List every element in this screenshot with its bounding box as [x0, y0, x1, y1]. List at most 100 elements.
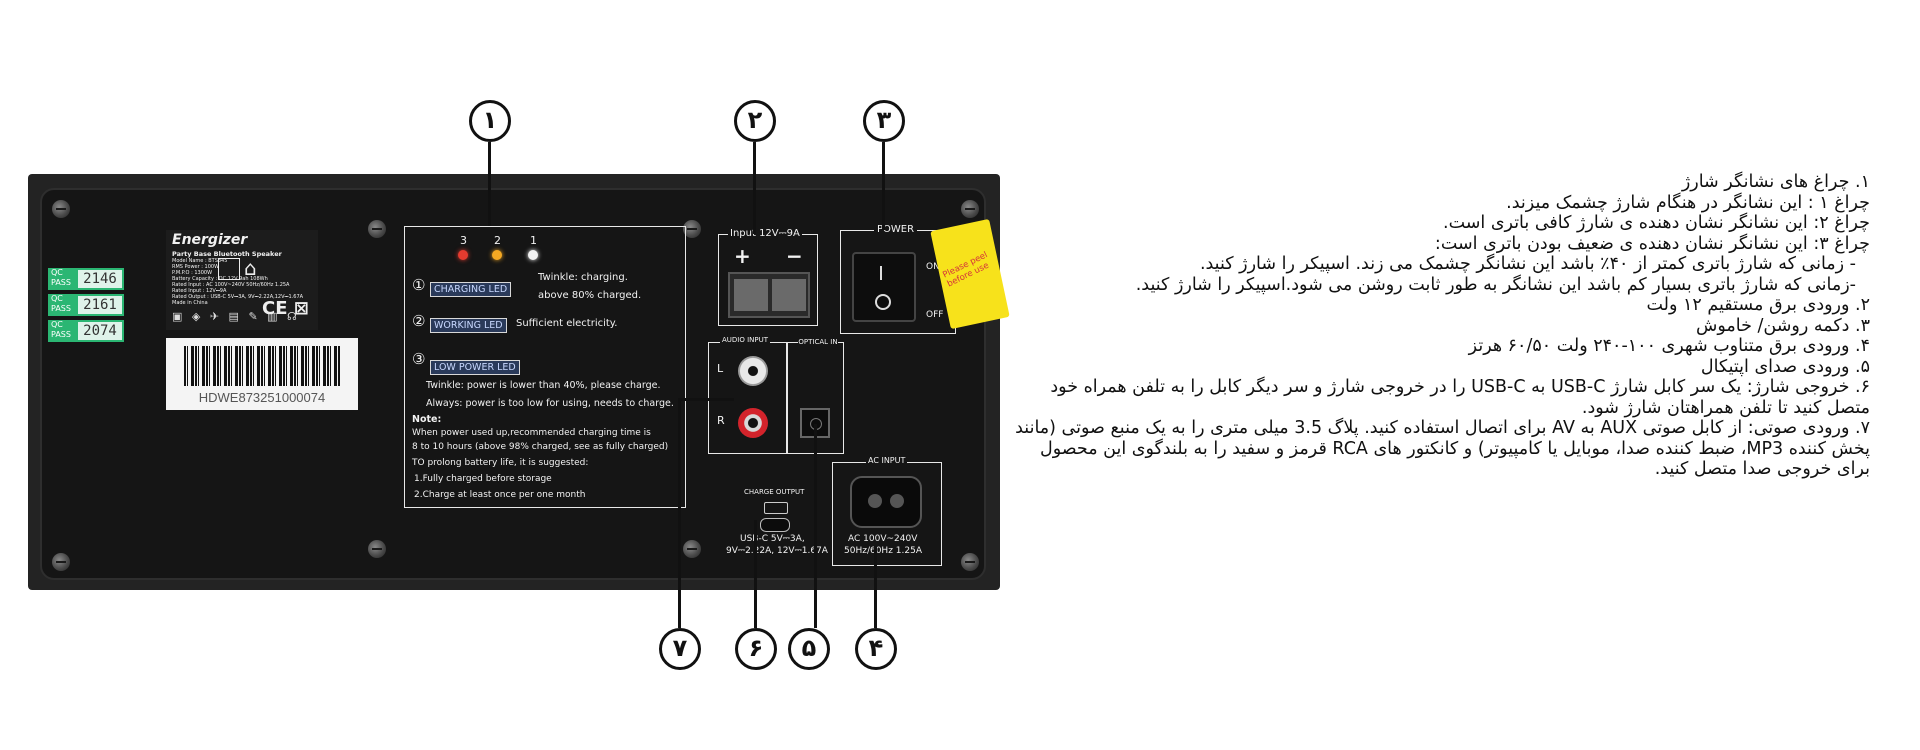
desc-line: ۶. خروجی شارژ: یک سر کابل شارژ USB-C به …	[1050, 377, 1870, 418]
desc-line: - زمانی که شارژ باتری کمتر از ۴۰٪ باشد ا…	[1199, 254, 1856, 274]
desc-line: چراغ ۲: این نشانگر نشان دهنده ی شارژ کاف…	[1443, 213, 1870, 233]
ce-mark-icon: CE ⊠	[262, 298, 309, 319]
working-led-label: WORKING LED	[430, 318, 507, 333]
spec-line: Rated Input : AC 100V~240V 50Hz/60Hz 1.2…	[172, 282, 290, 288]
power-on-label: ON	[926, 262, 940, 272]
screw-bottom-left	[52, 553, 70, 571]
leader-line-7	[678, 398, 681, 628]
dc-input-label: Input 12V⎓9A	[728, 228, 802, 239]
desc-line: ۲. ورودی برق مستقیم ۱۲ ولت	[1646, 295, 1870, 315]
dc-terminal-minus[interactable]	[772, 279, 806, 311]
spec-line: Model Name : BTS845	[172, 258, 228, 264]
serial-number: HDWE873251000074	[198, 390, 326, 405]
spec-line: Rated Input : 12V⎓9A	[172, 288, 227, 294]
working-led-desc: Sufficient electricity.	[516, 318, 618, 329]
spec-line: P.M.P.O : 1300W	[172, 270, 213, 276]
desc-line: ۳. دکمه روشن/ خاموش	[1696, 315, 1870, 336]
rca-red-jack[interactable]	[738, 408, 768, 438]
item-number: ①	[412, 276, 426, 294]
product-title: Party Base Bluetooth Speaker	[172, 250, 282, 258]
note-line: 8 to 10 hours (above 98% charged, see as…	[412, 442, 669, 452]
note-title: Note:	[412, 414, 442, 425]
on-mark	[880, 266, 882, 280]
desc-line: ۱. چراغ های نشانگر شارژ	[1681, 172, 1870, 192]
low-power-led-desc: Twinkle: power is lower than 40%, please…	[426, 380, 661, 391]
barcode-label: HDWE873251000074	[166, 338, 358, 410]
note-line: 1.Fully charged before storage	[414, 474, 552, 484]
usb-c-port[interactable]	[760, 518, 790, 532]
screw-top-left	[52, 200, 70, 218]
low-power-led	[458, 250, 468, 260]
power-label: POWER	[874, 224, 918, 235]
ac-power-socket[interactable]	[850, 476, 922, 528]
desc-line: ۷. ورودی صوتی: از کابل صوتی AUX به AV بر…	[1015, 418, 1870, 479]
description-text: ۱. چراغ های نشانگر شارژ چراغ ۱ : این نشا…	[970, 172, 1870, 480]
screw-top-right	[961, 200, 979, 218]
charging-led-desc: above 80% charged.	[538, 290, 642, 301]
double-insulation-icon	[218, 258, 240, 280]
desc-line: ۵. ورودی صدای اپتیکال	[1700, 356, 1870, 377]
callout-4: ۴	[855, 628, 897, 670]
callout-3: ۳	[863, 100, 905, 142]
desc-line: ۴. ورودی برق متناوب شهری ۱۰۰-۲۴۰ ولت ۶۰/…	[1468, 336, 1870, 356]
callout-6: ۶	[735, 628, 777, 670]
leader-line-4	[874, 546, 877, 628]
spec-line: Rated Output : USB-C 5V⎓3A, 9V⎓2.22A,12V…	[172, 294, 304, 300]
callout-2: ۲	[734, 100, 776, 142]
screw-bottom-right	[961, 553, 979, 571]
socket-pin	[868, 494, 882, 508]
callout-1: ۱	[469, 100, 511, 142]
rca-white-jack[interactable]	[738, 356, 768, 386]
spec-line: RMS Power : 100W	[172, 264, 220, 270]
charge-output-spec: USB-C 5V⎓3A,	[740, 534, 805, 544]
spec-line: Made in China	[172, 300, 208, 306]
battery-icon	[764, 502, 788, 514]
item-number: ③	[412, 350, 426, 368]
leader-line-3	[882, 142, 885, 230]
leader-line-5	[814, 424, 817, 628]
leader-line-2	[753, 142, 756, 234]
socket-pin	[890, 494, 904, 508]
right-channel-label: R	[717, 414, 725, 427]
ac-input-spec: 50Hz/60Hz 1.25A	[844, 546, 922, 556]
leader-line-1	[488, 142, 491, 226]
desc-line: چراغ ۳: این نشانگر نشان دهنده ی ضعیف بود…	[1434, 233, 1870, 254]
desc-line: -زمانی که شارژ باتری بسیار کم باشد این ن…	[1135, 274, 1856, 295]
audio-input-label: AUDIO INPUT	[720, 336, 771, 344]
plus-sign: +	[734, 244, 751, 268]
led-number-1: 1	[530, 234, 537, 247]
optical-label: OPTICAL IN	[798, 338, 838, 346]
minus-sign: −	[786, 244, 803, 268]
ac-input-label: AC INPUT	[866, 456, 908, 465]
left-channel-label: L	[717, 362, 724, 375]
charge-output-spec: 9V⎓2.22A, 12V⎓1.67A	[726, 546, 828, 556]
barcode	[184, 346, 340, 386]
certification-icons: ▣ ◈ ✈ ▤ ✎ ▥ ☊	[172, 310, 300, 323]
power-switch[interactable]	[852, 252, 916, 322]
note-line: TO prolong battery life, it is suggested…	[412, 458, 589, 468]
working-led	[492, 250, 502, 260]
dc-terminal-plus[interactable]	[734, 279, 768, 311]
screw	[368, 220, 386, 238]
charge-output-label: CHARGE OUTPUT	[744, 488, 805, 496]
screw	[368, 540, 386, 558]
off-mark	[875, 294, 891, 310]
callout-5: ۵	[788, 628, 830, 670]
led-number-2: 2	[494, 234, 501, 247]
charging-led-label: CHARGING LED	[430, 282, 512, 297]
leader-line-6	[754, 520, 757, 628]
charging-led	[528, 250, 538, 260]
note-line: When power used up,recommended charging …	[412, 428, 651, 438]
brand-logo: Energizer	[172, 232, 248, 248]
note-line: 2.Charge at least once per one month	[414, 490, 586, 500]
charging-led-desc: Twinkle: charging.	[538, 272, 628, 283]
leader-line-7-horizontal	[678, 398, 734, 401]
screw	[683, 220, 701, 238]
indoor-use-icon: ⌂	[244, 256, 257, 280]
screw	[683, 540, 701, 558]
dc-terminal-block[interactable]	[728, 272, 810, 318]
callout-7: ۷	[659, 628, 701, 670]
